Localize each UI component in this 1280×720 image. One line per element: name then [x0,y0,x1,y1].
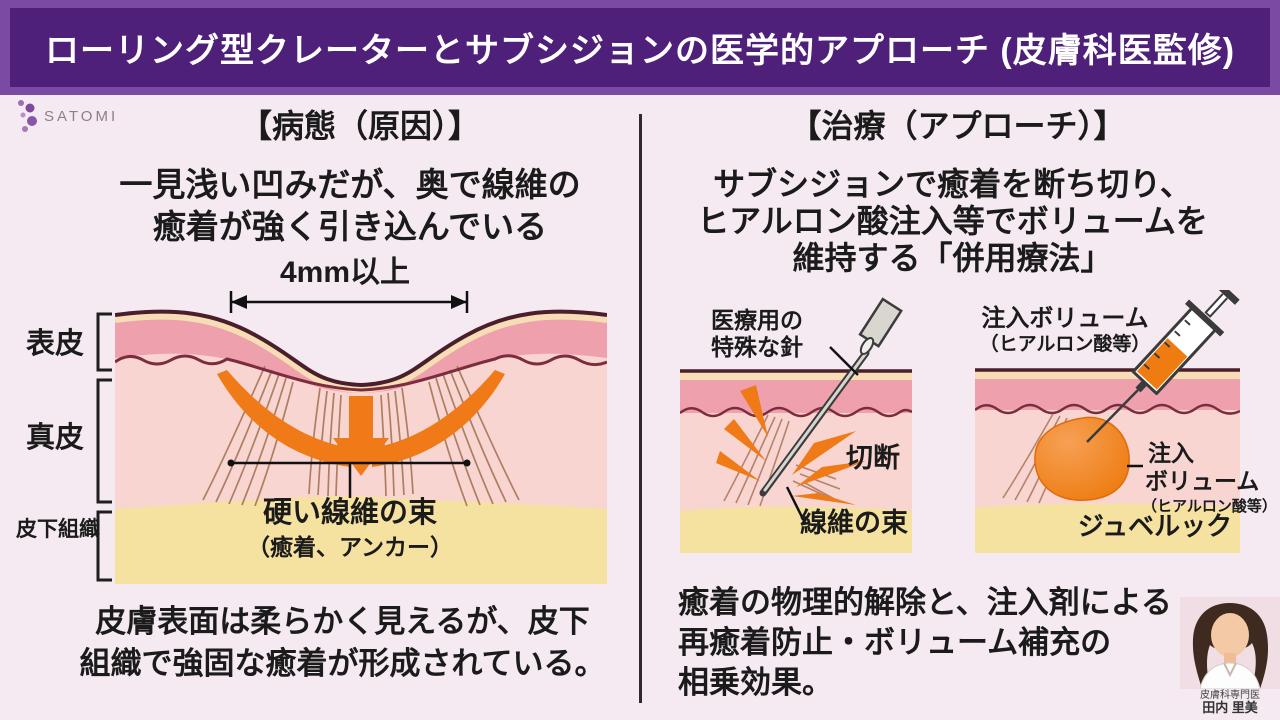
syringe [1086,290,1240,443]
needle-label-line2: 特殊な針 [711,334,803,360]
layer-label-subcutis: 皮下組織 [16,518,100,541]
cut-label: 切断 [846,443,900,473]
treatment-summary-line1: 癒着の物理的解除と、注入剤による [678,585,1172,620]
section-divider [639,114,642,703]
fiber-label-pointer [785,486,807,524]
pathology-description-line2: 癒着が強く引き込んでいる [152,208,548,245]
rolling-scar-cross-section-diagram [115,291,607,584]
injection-volume-label-line1: 注入ボリューム [981,305,1149,332]
blob-label-line3: （ヒアルロン酸等） [1142,498,1277,515]
injection-syringe-diagram [975,290,1240,553]
satomi-dots-icon [18,100,37,132]
pathology-description-line1: 一見浅い凹みだが、奥で線維の [119,166,581,203]
fiber-bundle-label-line2: （癒着、アンカー） [246,534,454,560]
treatment-description-line2: ヒアルロン酸注入等でボリュームを [697,203,1208,239]
filler-volume-blob [1034,416,1130,501]
treatment-description-line1: サブシジョンで癒着を断ち切り、 [713,166,1192,202]
measurement-label: 4mm以上 [279,256,411,289]
subcision-fiber-label: 線維の束 [800,508,908,538]
pathology-summary-line1: 皮膚表面は柔らかく見えるが、皮下 [95,604,590,639]
product-label: ジュベルック [1077,511,1233,541]
layer-label-epidermis: 表皮 [25,328,84,360]
title-banner-inner: ローリング型クレーターとサブシジョンの医学的アプローチ (皮膚科医監修) [10,8,1270,87]
pathology-summary-line2: 組織で強固な癒着が形成されている。 [79,646,606,681]
treatment-heading: 【治療（アプローチ）】 [789,108,1126,144]
treatment-summary-line2: 再癒着防止・ボリューム補充の [678,625,1112,660]
needle-label-pointer [829,346,859,376]
subcision-needle [759,297,903,497]
doctor-title: 皮膚科専門医 [1200,690,1260,701]
doctor-name: 田内 里美 [1202,700,1258,715]
treatment-summary-line3: 相乗効果。 [678,665,833,700]
layer-label-dermis: 真皮 [25,422,84,454]
fiber-indicator-line [231,461,467,498]
doctor-photo [1180,597,1280,689]
blob-label-line2: ボリューム [1145,468,1260,494]
pathology-heading: 【病態（原因）】 [239,108,480,144]
cutting-burst [716,385,866,505]
dimension-arrow [229,291,469,313]
fiber-bundle-label-line1: 硬い線維の束 [262,497,437,529]
satomi-logo: SATOMI [14,98,118,134]
layer-brackets [96,312,112,582]
treatment-description-line3: 維持する「併用療法」 [792,240,1113,276]
satomi-logo-text: SATOMI [44,107,119,125]
blob-label-line1: 注入 [1148,440,1194,466]
page-title: ローリング型クレーターとサブシジョンの医学的アプローチ (皮膚科医監修) [44,32,1236,70]
needle-label-line1: 医療用の [711,307,803,333]
subcision-needle-diagram [680,297,912,553]
pull-arrows [217,370,505,476]
injection-volume-label-line2: （ヒアルロン酸等） [979,334,1151,355]
title-banner: ローリング型クレーターとサブシジョンの医学的アプローチ (皮膚科医監修) [0,0,1280,95]
